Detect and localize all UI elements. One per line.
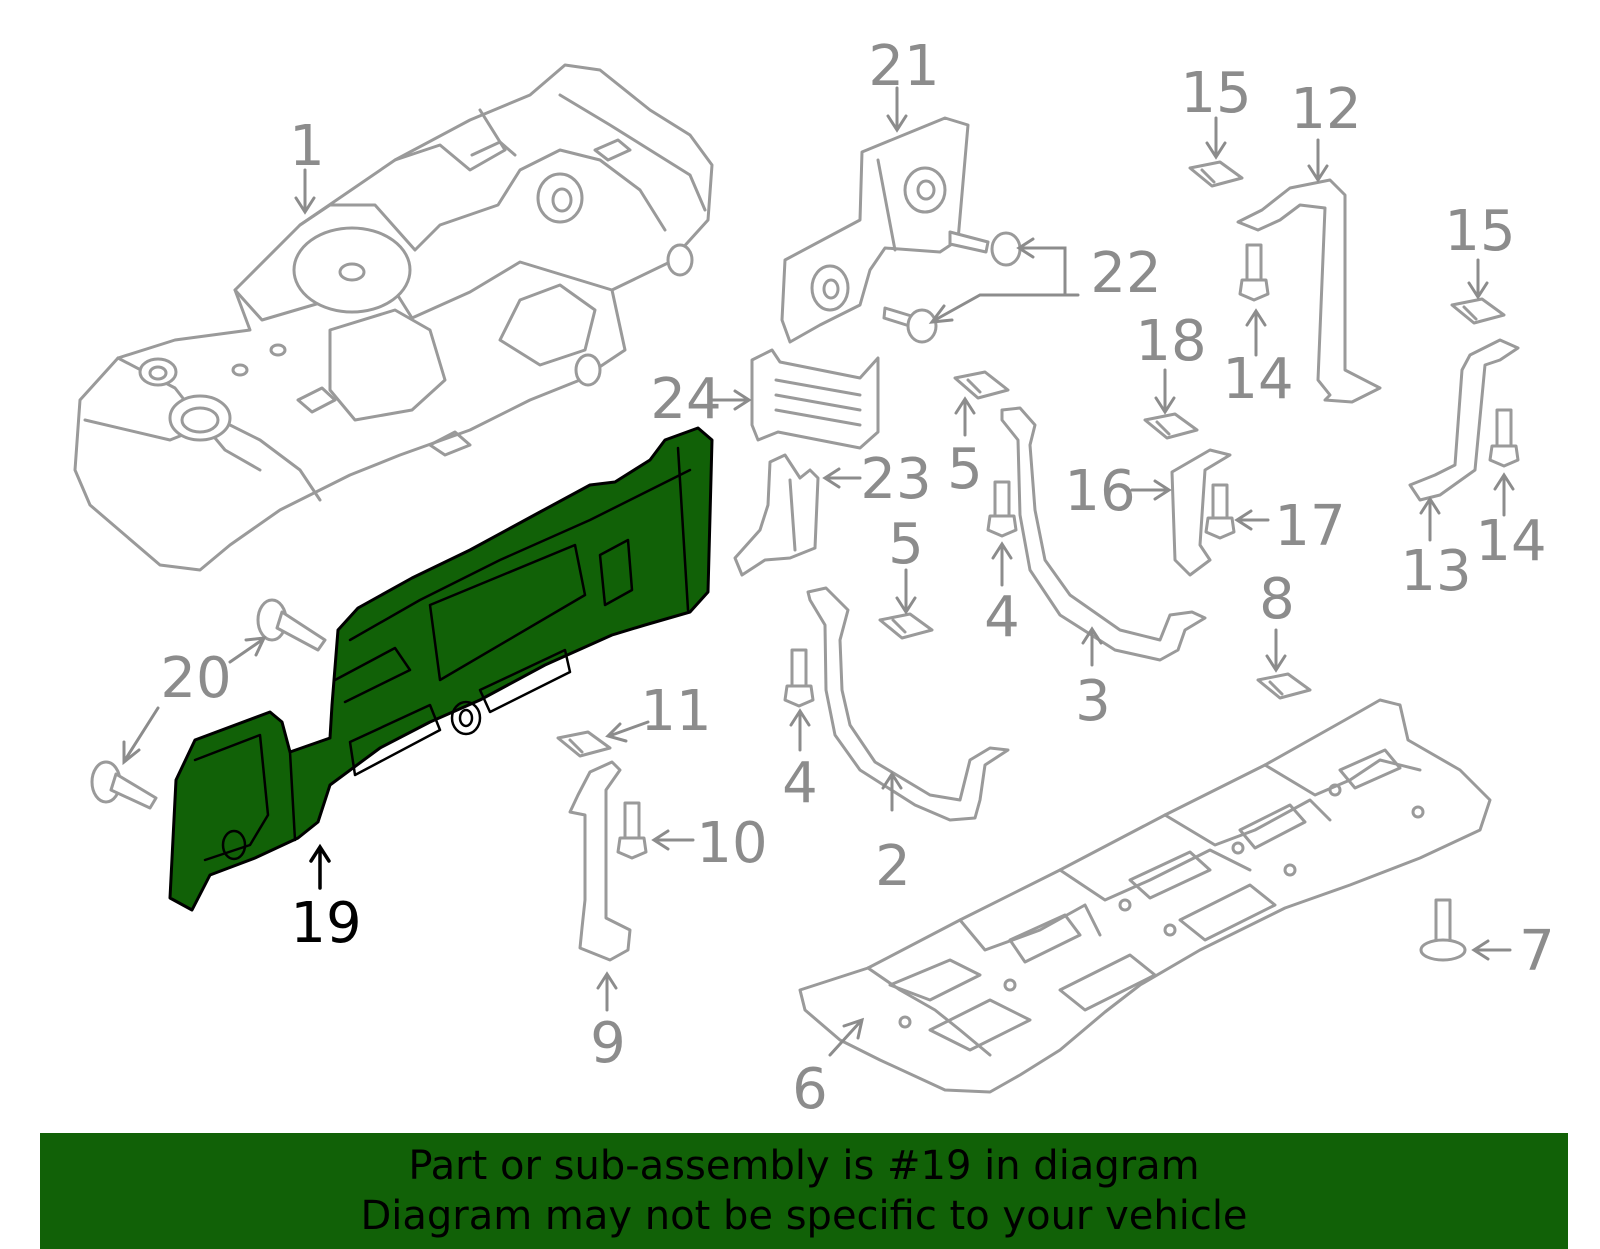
callout-5b: 5 bbox=[888, 512, 924, 577]
bracket-part-21 bbox=[780, 116, 970, 344]
callout-10: 10 bbox=[696, 811, 767, 876]
bracket-part-12 bbox=[1236, 178, 1382, 404]
callout-22: 22 bbox=[1090, 241, 1161, 306]
bolts-part-22 bbox=[882, 230, 1022, 344]
callout-14b: 14 bbox=[1475, 509, 1546, 574]
callout-13: 13 bbox=[1400, 539, 1471, 604]
strap-part-2 bbox=[806, 586, 1010, 822]
callout-15b: 15 bbox=[1444, 199, 1515, 264]
callout-labels: 1 2 3 4 4 5 5 6 7 8 9 10 11 12 13 14 14 … bbox=[160, 34, 1554, 1122]
callout-7: 7 bbox=[1519, 919, 1555, 984]
callout-8: 8 bbox=[1259, 567, 1295, 632]
bolt-part-10 bbox=[616, 801, 648, 860]
bolts-part-14 bbox=[1238, 243, 1520, 468]
callout-12: 12 bbox=[1290, 77, 1361, 142]
clips-part-5 bbox=[878, 370, 1010, 640]
leader-lines bbox=[122, 86, 1515, 1057]
callout-19: 19 bbox=[290, 891, 361, 956]
bracket-part-9 bbox=[568, 760, 632, 962]
callout-23: 23 bbox=[860, 447, 931, 512]
info-banner: Part or sub-assembly is #19 in diagram D… bbox=[40, 1133, 1568, 1249]
bracket-part-16 bbox=[1170, 448, 1232, 577]
callout-17: 17 bbox=[1274, 494, 1345, 559]
skid-plate-part-6 bbox=[798, 698, 1492, 1094]
bolts-part-20 bbox=[90, 598, 327, 810]
bracket-part-23 bbox=[733, 453, 820, 577]
callout-14a: 14 bbox=[1222, 347, 1293, 412]
callout-24: 24 bbox=[650, 367, 721, 432]
callout-4b: 4 bbox=[984, 585, 1020, 650]
callout-18: 18 bbox=[1135, 309, 1206, 374]
bolt-part-7 bbox=[1419, 898, 1467, 962]
bracket-part-13 bbox=[1408, 338, 1520, 502]
clip-part-18 bbox=[1143, 412, 1199, 440]
callout-11: 11 bbox=[640, 679, 711, 744]
heat-shield-part-19 bbox=[168, 426, 714, 912]
clip-part-11 bbox=[556, 730, 612, 758]
callout-1: 1 bbox=[289, 114, 325, 179]
bolts-part-4 bbox=[783, 480, 1018, 708]
clips-part-15 bbox=[1188, 160, 1506, 325]
callout-9: 9 bbox=[590, 1011, 626, 1076]
callout-16: 16 bbox=[1064, 459, 1135, 524]
fuel-tank bbox=[73, 63, 714, 572]
banner-line-2: Diagram may not be specific to your vehi… bbox=[360, 1193, 1248, 1239]
bolt-part-17 bbox=[1204, 483, 1236, 540]
callout-15a: 15 bbox=[1180, 61, 1251, 126]
strap-part-3 bbox=[1000, 406, 1207, 662]
callout-5a: 5 bbox=[947, 437, 983, 502]
clip-part-8 bbox=[1256, 672, 1312, 700]
callout-21: 21 bbox=[868, 34, 939, 99]
callout-2: 2 bbox=[875, 834, 911, 899]
bracket-part-24 bbox=[750, 348, 880, 450]
callout-4a: 4 bbox=[782, 751, 818, 816]
callout-6: 6 bbox=[792, 1057, 828, 1122]
callout-20: 20 bbox=[160, 646, 231, 711]
banner-line-1: Part or sub-assembly is #19 in diagram bbox=[408, 1143, 1200, 1189]
callout-3: 3 bbox=[1075, 669, 1111, 734]
